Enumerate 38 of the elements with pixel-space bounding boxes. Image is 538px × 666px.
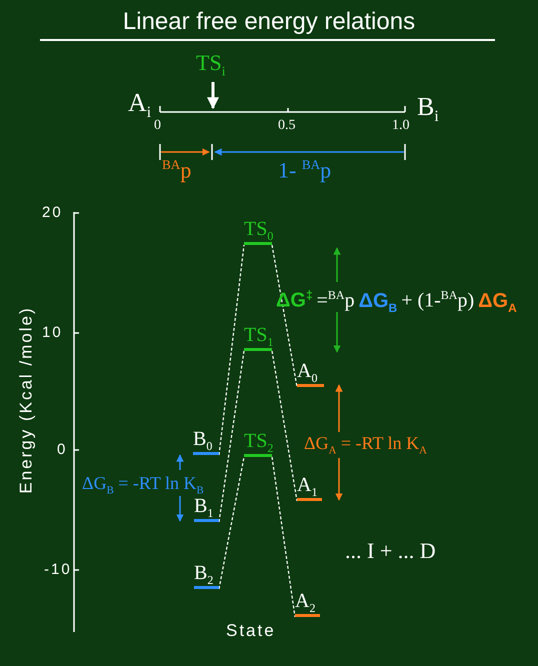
dashed-connector [218,350,245,522]
state-label: TS$_{i}$ [196,52,226,78]
tick-label: 0 [57,442,68,457]
state-label: A$_{1}$ [297,475,318,498]
equation-term: ΔG$_{A}$ [478,290,517,315]
tick-label: 10 [42,325,63,340]
dashed-connector [218,244,245,456]
state-label: B$_{1}$ [194,496,214,519]
dashed-connector [271,244,298,388]
equation-term: ΔG$_{B}$ [358,290,398,315]
state-label: B$_{2}$ [194,563,214,586]
equation-term: ΔG$^{‡}$ [276,288,313,313]
state-label: A$_{0}$ [297,361,318,384]
fraction-label: 1- $^{BA}$p [278,158,332,182]
tick-label: 0.5 [278,119,296,133]
equation: ΔG$_{B}$ = -RT ln K$_{B}$ [82,474,204,496]
tick-label: 0 [154,119,161,133]
state-label: B$_{i}$ [417,94,439,125]
tick-label: -10 [44,562,72,577]
tick-label: 1.0 [392,119,410,133]
equation-term: + (1-$^{BA}$p) [401,288,474,313]
reaction-label: ... I + ... D [345,540,436,562]
state-label: B$_{0}$ [193,429,212,452]
state-label: TS$_{2}$ [244,431,274,454]
dashed-connector [218,456,245,590]
diagram-title: Linear free energy relations [122,8,416,36]
state-label: TS$_{0}$ [244,219,274,242]
fraction-label: $^{BA}$p [162,158,192,182]
axis-title: Energy (Kcal /mole) [18,306,34,494]
tick-label: 20 [42,205,63,220]
state-label: TS$_{1}$ [244,325,274,348]
dashed-connector [271,456,296,618]
state-label: A$_{2}$ [295,591,316,614]
equation: ΔG$_{A}$ = -RT ln K$_{A}$ [304,434,427,456]
state-label: A$_{i}$ [128,90,152,121]
equation-term: =$^{BA}$p [316,288,355,313]
dashed-connector [271,350,298,502]
axis-title: State [226,622,276,639]
